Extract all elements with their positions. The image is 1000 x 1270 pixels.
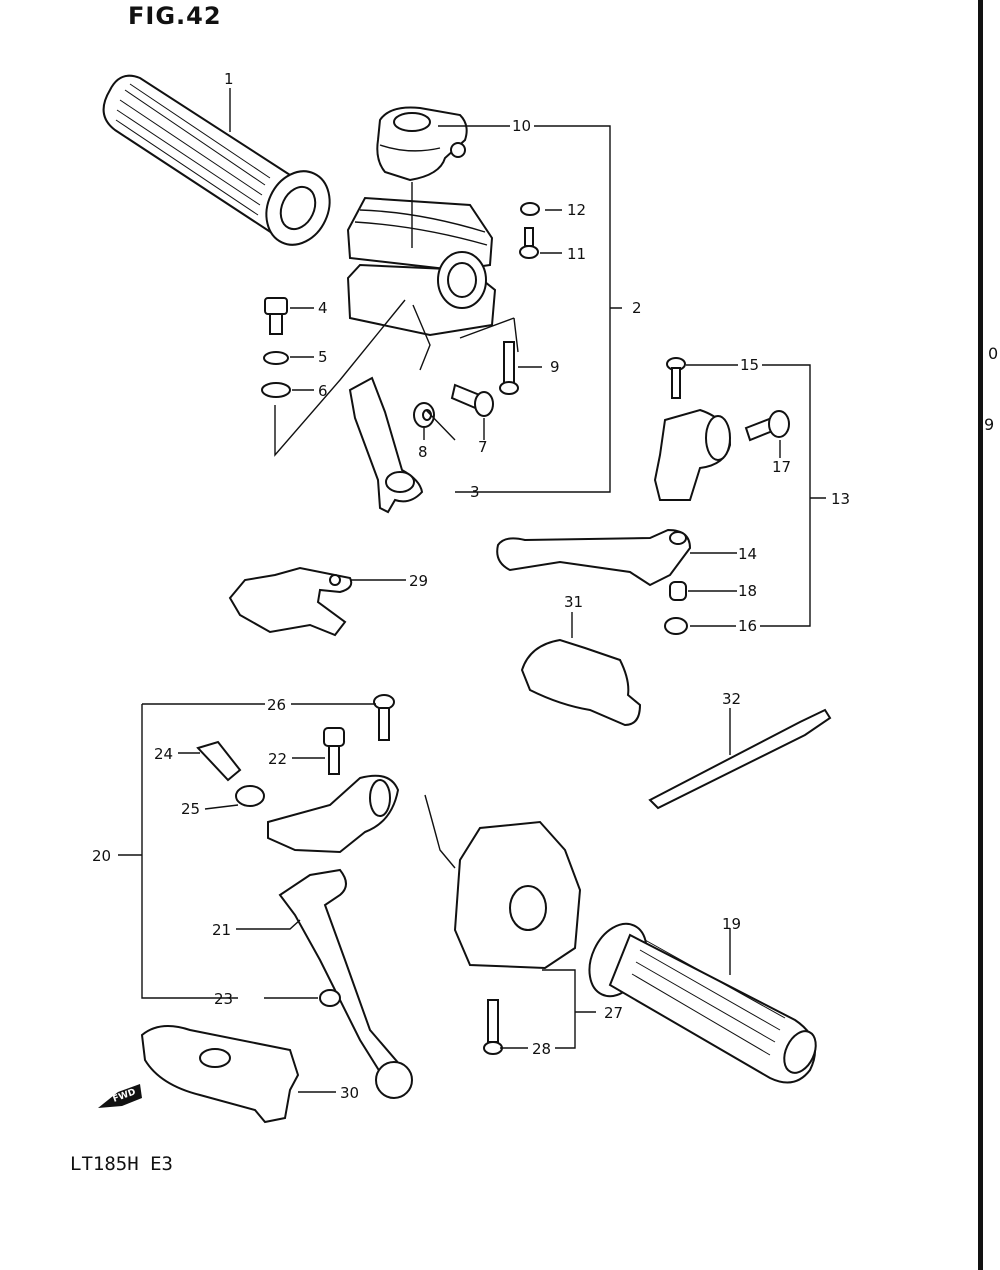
callout-23: 23	[214, 990, 233, 1008]
part-24-adjuster	[196, 740, 242, 782]
part-23-nut	[319, 989, 341, 1007]
part-16-nut	[664, 617, 688, 635]
part-22-bolt	[323, 727, 345, 775]
part-29-parking-lock	[228, 566, 353, 637]
callout-11: 11	[567, 245, 586, 263]
callout-28: 28	[532, 1040, 551, 1058]
part-1-left-grip	[102, 74, 331, 246]
callout-20: 20	[92, 847, 111, 865]
page-border	[978, 0, 983, 1270]
figure-title: FIG.42	[128, 2, 222, 30]
part-26-bolt	[373, 694, 395, 741]
part-9-screw	[499, 341, 519, 395]
callout-16: 16	[738, 617, 757, 635]
part-11-screw	[519, 227, 539, 259]
callout-14: 14	[738, 545, 757, 563]
callout-2: 2	[632, 299, 642, 317]
callout-24: 24	[154, 745, 173, 763]
part-19-right-grip	[588, 922, 817, 1084]
callout-8: 8	[418, 443, 428, 461]
part-4-cap-bolt	[264, 297, 288, 335]
callout-27: 27	[604, 1004, 623, 1022]
part-21-rear-brake-lever	[278, 868, 413, 1099]
callout-31: 31	[564, 593, 583, 611]
leader-lines	[118, 88, 826, 1093]
callout-9: 9	[550, 358, 560, 376]
callout-19: 19	[722, 915, 741, 933]
callout-26: 26	[267, 696, 286, 714]
callout-labels: 1 2 3 4 5 6 7 8 9 10 11 12 13 14 15 16 1…	[92, 70, 850, 1102]
edge-mark: 9	[984, 415, 995, 434]
callout-1: 1	[224, 70, 234, 88]
callout-3: 3	[470, 483, 480, 501]
part-31-lever-cover	[520, 638, 642, 727]
part-5-washer	[263, 351, 289, 365]
part-10-throttle-cover	[376, 106, 468, 182]
callout-15: 15	[740, 356, 759, 374]
part-30-lever-guard	[140, 1025, 300, 1124]
callout-12: 12	[567, 201, 586, 219]
callout-18: 18	[738, 582, 757, 600]
callout-29: 29	[409, 572, 428, 590]
callout-22: 22	[268, 750, 287, 768]
part-7-screw	[450, 383, 494, 417]
callout-6: 6	[318, 382, 328, 400]
callout-25: 25	[181, 800, 200, 818]
fwd-arrow-icon: FWD	[98, 1084, 142, 1108]
callout-10: 10	[512, 117, 531, 135]
callout-17: 17	[772, 458, 791, 476]
callout-21: 21	[212, 921, 231, 939]
part-15-bolt	[666, 357, 686, 399]
part-8-nut	[413, 402, 435, 428]
callout-5: 5	[318, 348, 328, 366]
callout-30: 30	[340, 1084, 359, 1102]
callout-4: 4	[318, 299, 328, 317]
part-2-throttle-housing	[346, 196, 497, 371]
part-14-brake-lever	[496, 528, 692, 587]
part-12-nut	[520, 202, 540, 216]
callout-13: 13	[831, 490, 850, 508]
part-3-throttle-lever	[348, 376, 424, 514]
part-6-washer	[261, 382, 291, 398]
part-18-spacer	[669, 581, 687, 601]
part-25-lock-nut	[235, 785, 265, 807]
part-17-bolt	[744, 410, 790, 442]
edge-mark: 0	[988, 344, 999, 363]
callout-32: 32	[722, 690, 741, 708]
part-13-brake-bracket	[653, 408, 732, 501]
part-32-cable-tie	[648, 708, 832, 810]
model-code: LT185H E3	[70, 1153, 173, 1175]
part-27-handlebar-switch	[424, 794, 582, 970]
part-20-rear-brake-bracket	[267, 774, 400, 854]
part-28-screw	[483, 999, 503, 1055]
callout-7: 7	[478, 438, 488, 456]
